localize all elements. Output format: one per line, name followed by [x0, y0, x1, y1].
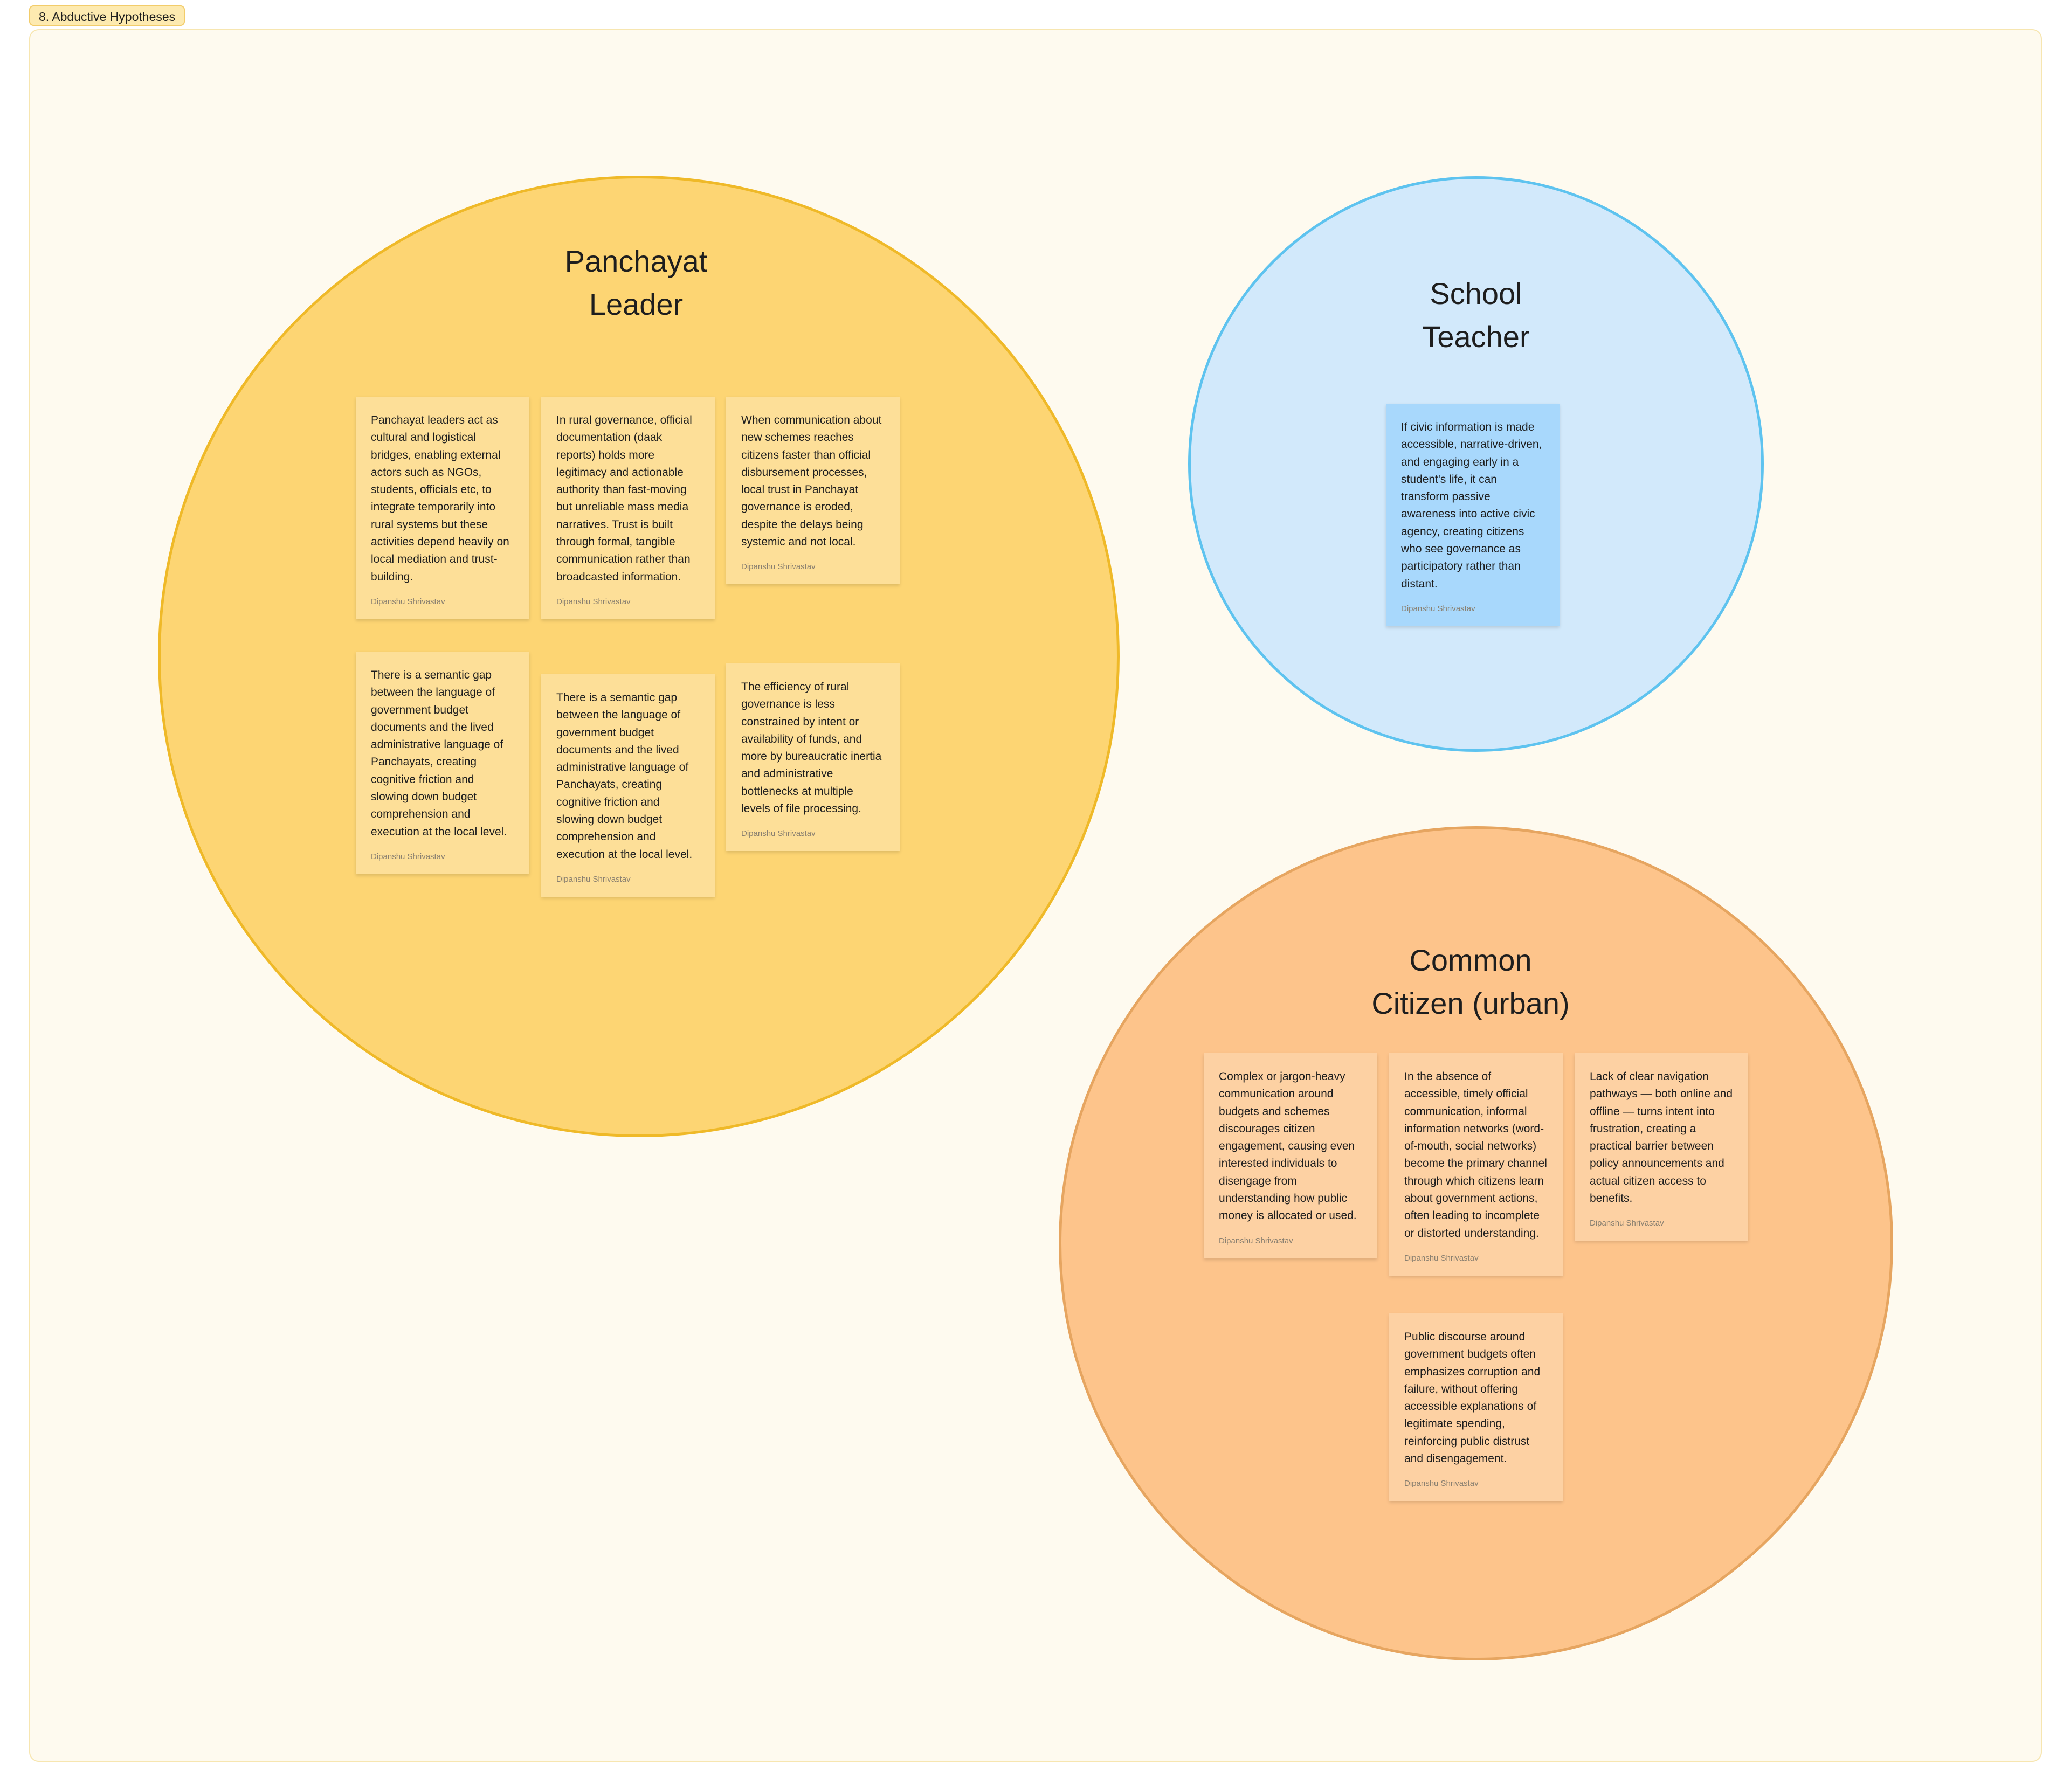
sticky-note-author: Dipanshu Shrivastav — [1219, 1236, 1293, 1246]
sticky-note[interactable]: There is a semantic gap between the lang… — [541, 674, 715, 897]
sticky-note-text: In the absence of accessible, timely off… — [1404, 1070, 1547, 1240]
sticky-note-author: Dipanshu Shrivastav — [1404, 1479, 1479, 1489]
sticky-note-text: When communication about new schemes rea… — [741, 414, 882, 549]
sticky-note-author: Dipanshu Shrivastav — [371, 597, 445, 606]
sticky-note-author: Dipanshu Shrivastav — [556, 874, 631, 884]
sticky-note[interactable]: If civic information is made accessible,… — [1386, 404, 1560, 626]
sticky-note-text: Public discourse around government budge… — [1404, 1331, 1541, 1465]
sticky-note[interactable]: Panchayat leaders act as cultural and lo… — [356, 397, 529, 619]
sticky-note-text: There is a semantic gap between the lang… — [371, 669, 507, 838]
sticky-note-text: Complex or jargon-heavy communication ar… — [1219, 1070, 1357, 1222]
sticky-note-text: Panchayat leaders act as cultural and lo… — [371, 414, 509, 583]
sticky-note-text: There is a semantic gap between the lang… — [556, 691, 693, 861]
sticky-note-author: Dipanshu Shrivastav — [741, 829, 816, 839]
sticky-note-text: Lack of clear navigation pathways — both… — [1590, 1070, 1733, 1205]
sticky-note-author: Dipanshu Shrivastav — [371, 852, 445, 861]
sticky-note[interactable]: There is a semantic gap between the lang… — [356, 652, 529, 874]
sticky-note[interactable]: The efficiency of rural governance is le… — [726, 663, 900, 852]
sticky-note-author: Dipanshu Shrivastav — [1590, 1219, 1664, 1228]
sticky-note[interactable]: In rural governance, official documentat… — [541, 397, 715, 619]
sticky-note-text: If civic information is made accessible,… — [1401, 421, 1542, 590]
sticky-note-author: Dipanshu Shrivastav — [741, 562, 816, 572]
panchayat-leader-title: Panchayat Leader — [564, 244, 708, 321]
sticky-note-text: The efficiency of rural governance is le… — [741, 681, 882, 815]
sticky-note[interactable]: Complex or jargon-heavy communication ar… — [1204, 1053, 1377, 1258]
sticky-note[interactable]: Lack of clear navigation pathways — both… — [1575, 1053, 1748, 1241]
sticky-note[interactable]: In the absence of accessible, timely off… — [1389, 1053, 1563, 1276]
section-label[interactable]: 8. Abductive Hypotheses — [29, 5, 185, 26]
common-citizen-title: Common Citizen (urban) — [1371, 943, 1570, 1020]
sticky-note-author: Dipanshu Shrivastav — [556, 597, 631, 606]
sticky-note-author: Dipanshu Shrivastav — [1404, 1253, 1479, 1263]
sticky-note[interactable]: Public discourse around government budge… — [1389, 1313, 1563, 1502]
sticky-note-text: In rural governance, official documentat… — [556, 414, 692, 583]
panchayat-leader-circle[interactable] — [158, 176, 1120, 1137]
sticky-note-author: Dipanshu Shrivastav — [1401, 604, 1475, 613]
school-teacher-title: School Teacher — [1422, 276, 1530, 354]
sticky-note[interactable]: When communication about new schemes rea… — [726, 397, 900, 585]
